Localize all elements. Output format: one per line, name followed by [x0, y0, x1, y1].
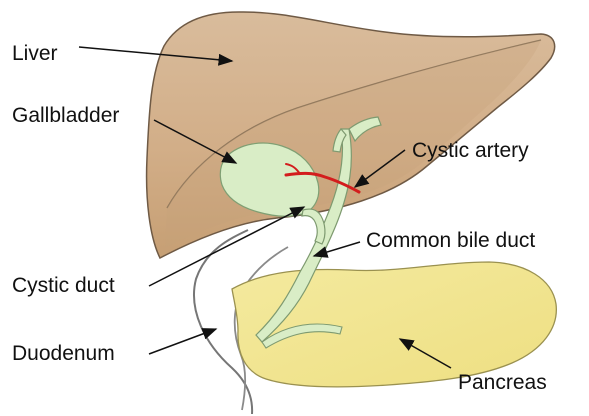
- common-bile-duct-label: Common bile duct: [366, 229, 535, 252]
- pancreas-label: Pancreas: [458, 371, 547, 394]
- duodenum-pointer: [149, 329, 216, 354]
- duodenum-label: Duodenum: [12, 342, 115, 365]
- cystic-duct-shape: [302, 209, 325, 244]
- liver-label: Liver: [12, 42, 58, 65]
- cystic-artery-label: Cystic artery: [412, 139, 529, 162]
- gallbladder-label: Gallbladder: [12, 104, 119, 127]
- cystic-duct-label: Cystic duct: [12, 274, 115, 297]
- pancreas-shape: [232, 262, 556, 387]
